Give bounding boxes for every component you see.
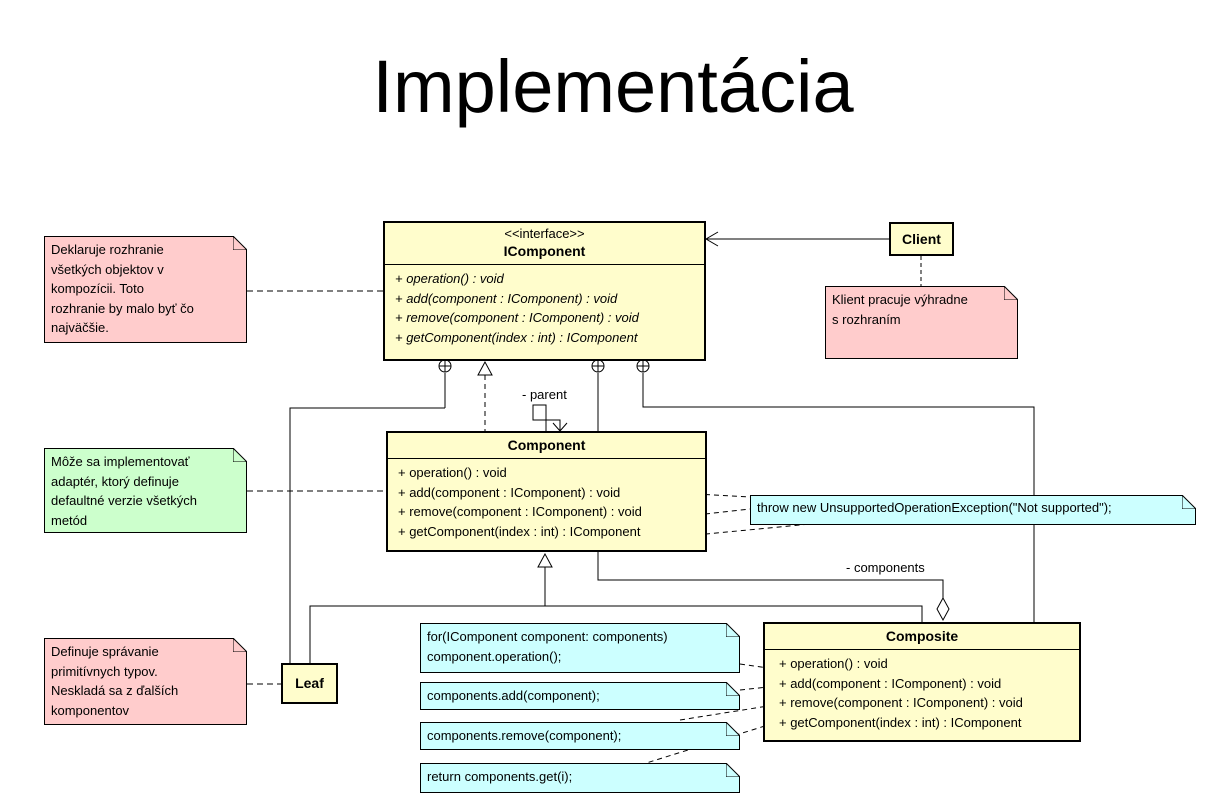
exception-note: throw new UnsupportedOperationException(…: [750, 495, 1196, 525]
realization-triangle: [477, 360, 493, 376]
note-fold-icon: [1004, 286, 1018, 300]
component-method: + remove(component : IComponent) : void: [398, 504, 642, 519]
leaf-class[interactable]: Leaf: [281, 663, 338, 704]
add-note: components.add(component);: [420, 682, 740, 710]
composite-generalization-line: [545, 605, 923, 622]
note-fold-icon: [726, 623, 740, 637]
get-note: return components.get(i);: [420, 763, 740, 793]
generalization-triangle: [537, 552, 553, 568]
note-fold-icon: [726, 682, 740, 696]
icomponent-method: + operation() : void: [395, 271, 504, 286]
composite-method: + getComponent(index : int) : IComponent: [779, 714, 1022, 730]
composite-name: Composite: [885, 628, 959, 644]
icomponent-method: + add(component : IComponent) : void: [395, 290, 618, 306]
composite-method: + remove(component : IComponent) : void: [779, 695, 1023, 710]
components-aggregation-line: [597, 552, 944, 599]
client-note: Klient pracuje výhradne s rozhraním: [825, 286, 1018, 359]
leaf-note: Definuje správanie primitívnych typov. N…: [44, 638, 247, 725]
parent-label: - parent: [522, 387, 567, 402]
leaf-interface-line: [289, 407, 445, 663]
note-fold-icon: [726, 722, 740, 736]
component-note: Môže sa implementovať adaptér, ktorý def…: [44, 448, 247, 533]
component-name: Component: [507, 437, 586, 453]
component-method: + operation() : void: [398, 465, 507, 480]
slide-title: Implementácia: [372, 45, 854, 128]
note-fold-icon: [233, 448, 247, 462]
leaf-generalization-line: [309, 605, 545, 663]
component-method: + getComponent(index : int) : IComponent: [398, 523, 641, 539]
icomponent-method: + remove(component : IComponent) : void: [395, 310, 639, 325]
remove-note: components.remove(component);: [420, 722, 740, 750]
icomponent-stereotype: <<interface>>: [504, 226, 585, 241]
composite-method: + operation() : void: [779, 656, 888, 671]
client-class[interactable]: Client: [889, 222, 954, 256]
note-fold-icon: [1182, 495, 1196, 509]
remove-note-link: [679, 705, 769, 721]
icomponent-name: IComponent: [503, 243, 586, 259]
component-method: + add(component : IComponent) : void: [398, 484, 621, 500]
composite-class[interactable]: Composite + operation() : void + add(com…: [763, 622, 1081, 742]
exception-link-get: [695, 523, 811, 536]
note-fold-icon: [726, 763, 740, 777]
add-note-link: [739, 686, 769, 691]
client-arrowhead: [705, 231, 719, 247]
component-class[interactable]: Component + operation() : void + add(com…: [386, 431, 707, 552]
icomponent-note: Deklaruje rozhranie všetkých objektov v …: [44, 236, 247, 343]
icomponent-method: + getComponent(index : int) : IComponent: [395, 329, 638, 345]
operation-note: for(IComponent component: components) co…: [420, 623, 740, 673]
note-fold-icon: [233, 638, 247, 652]
components-label: - components: [846, 560, 925, 575]
icomponent-class[interactable]: <<interface>> IComponent + operation() :…: [383, 221, 706, 361]
operation-note-link: [739, 663, 769, 669]
parent-association: [532, 404, 561, 431]
aggregation-diamond: [936, 596, 950, 622]
composite-method: + add(component : IComponent) : void: [779, 675, 1002, 691]
note-fold-icon: [233, 236, 247, 250]
